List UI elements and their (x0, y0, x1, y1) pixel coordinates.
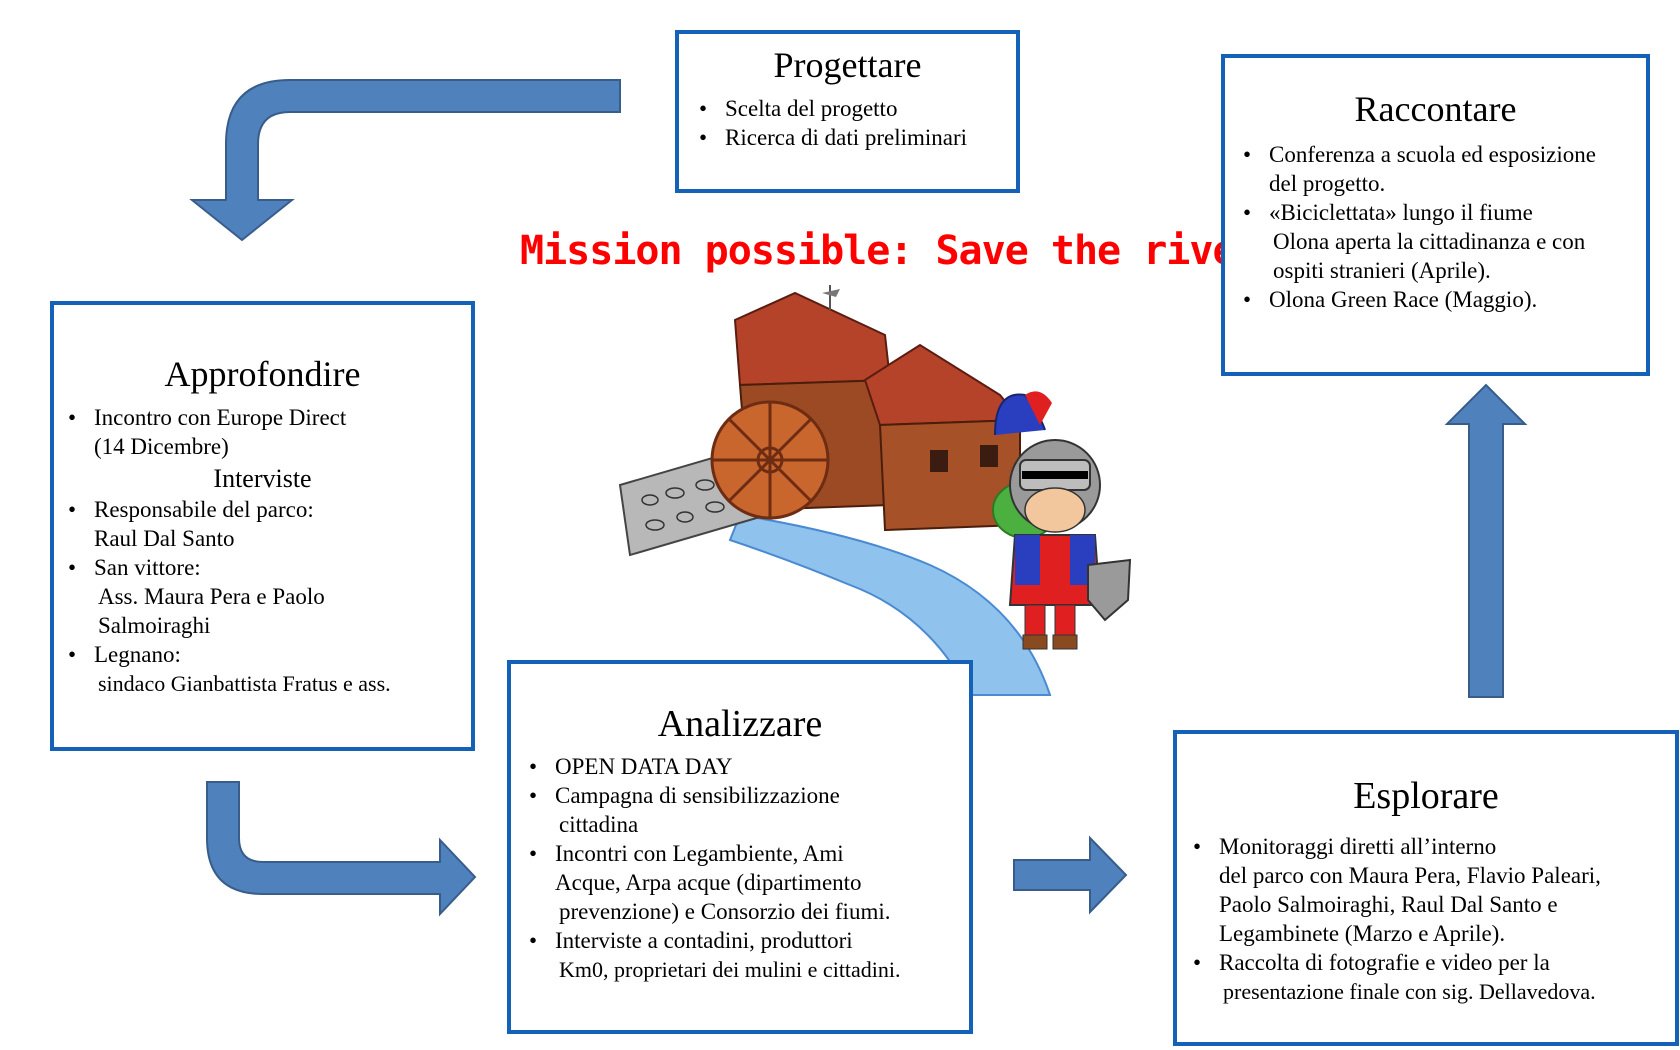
list-item: Ricerca di dati preliminari (695, 123, 1016, 152)
arrow-progettare-to-approfondire (189, 79, 621, 242)
list-item: «Biciclettata» lungo il fiume Olona aper… (1239, 198, 1646, 285)
approfondire-heading: Approfondire (164, 354, 361, 394)
list-item: Monitoraggi diretti all’interno del parc… (1189, 832, 1675, 948)
analizzare-heading: Analizzare (657, 703, 823, 745)
watermill-illustration (618, 285, 1132, 696)
list-item: Campagna di sensibilizzazione cittadina (525, 781, 969, 839)
interviste-subheading: Interviste (213, 464, 312, 493)
knight-figure (994, 391, 1132, 650)
approfondire-list-1: Incontro con Europe Direct (14 Dicembre) (54, 403, 471, 461)
progettare-heading: Progettare (773, 45, 922, 85)
box-progettare: Progettare Scelta del progetto Ricerca d… (675, 30, 1020, 193)
back-building-roof (733, 291, 892, 387)
list-item: Raccolta di fotografie e video per la pr… (1189, 948, 1675, 1006)
river-shape (728, 513, 1052, 696)
analizzare-list: OPEN DATA DAY Campagna di sensibilizzazi… (511, 752, 969, 984)
raccontare-heading: Raccontare (1354, 89, 1517, 129)
window-right (980, 445, 998, 467)
arrow-esplorare-to-raccontare (1444, 383, 1528, 698)
box-approfondire: Approfondire Incontro con Europe Direct … (50, 301, 475, 751)
approfondire-list-2: Responsabile del parco: Raul Dal Santo S… (54, 495, 471, 698)
box-esplorare: Esplorare Monitoraggi diretti all’intern… (1173, 730, 1679, 1046)
arrow-analizzare-to-esplorare (1013, 835, 1128, 915)
esplorare-heading: Esplorare (1353, 775, 1499, 817)
water-wheel (710, 400, 830, 520)
list-item: OPEN DATA DAY (525, 752, 969, 781)
arrow-approfondire-to-analizzare (206, 781, 477, 917)
list-item: San vittore: Ass. Maura Pera e Paolo Sal… (64, 553, 471, 640)
box-analizzare: Analizzare OPEN DATA DAY Campagna di sen… (507, 660, 973, 1034)
diagram-title: Mission possible: Save the river (520, 228, 1260, 274)
raccontare-list: Conferenza a scuola ed esposizione del p… (1225, 140, 1646, 314)
box-raccontare: Raccontare Conferenza a scuola ed esposi… (1221, 54, 1650, 376)
list-item: Scelta del progetto (695, 94, 1016, 123)
list-item: Incontri con Legambiente, Ami Acque, Arp… (525, 839, 969, 926)
list-item: Olona Green Race (Maggio). (1239, 285, 1646, 314)
progettare-list: Scelta del progetto Ricerca di dati prel… (679, 94, 1016, 152)
window-left (930, 450, 948, 472)
list-item: Legnano: sindaco Gianbattista Fratus e a… (64, 640, 471, 698)
list-item: Interviste a contadini, produttori Km0, … (525, 926, 969, 984)
list-item: Incontro con Europe Direct (14 Dicembre) (64, 403, 471, 461)
esplorare-list: Monitoraggi diretti all’interno del parc… (1177, 832, 1675, 1006)
list-item: Responsabile del parco: Raul Dal Santo (64, 495, 471, 553)
list-item: Conferenza a scuola ed esposizione del p… (1239, 140, 1646, 198)
